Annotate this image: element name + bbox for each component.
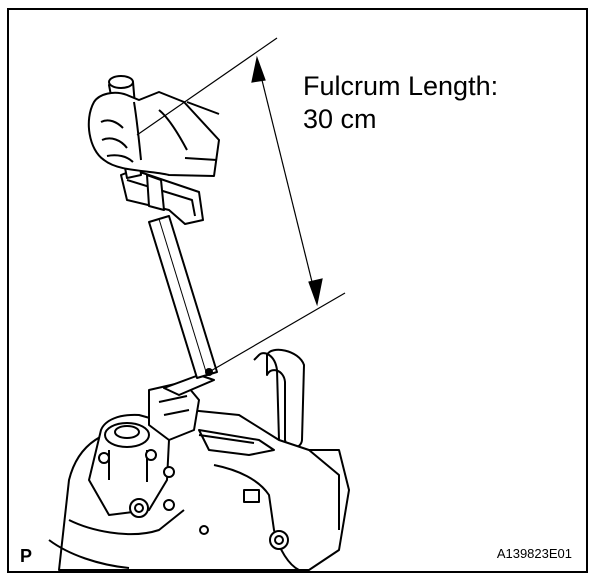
figure-frame: Fulcrum Length: 30 cm P A139823E01 (7, 8, 588, 573)
dimension-arrow-top (251, 55, 266, 83)
dimension-lines (136, 37, 346, 373)
transmission-housing (48, 348, 350, 571)
corner-mark: P (20, 546, 33, 566)
dimension-line (256, 59, 318, 303)
figure-code: A139823E01 (496, 546, 572, 561)
dimension-arrow-bottom (308, 278, 323, 307)
fulcrum-length-value: 30 cm (303, 104, 377, 134)
hand-illustration (87, 91, 220, 177)
upper-extension-line (136, 37, 278, 136)
lower-extension-line (208, 292, 346, 373)
illustration (48, 37, 350, 571)
fulcrum-length-title: Fulcrum Length: (303, 71, 499, 101)
